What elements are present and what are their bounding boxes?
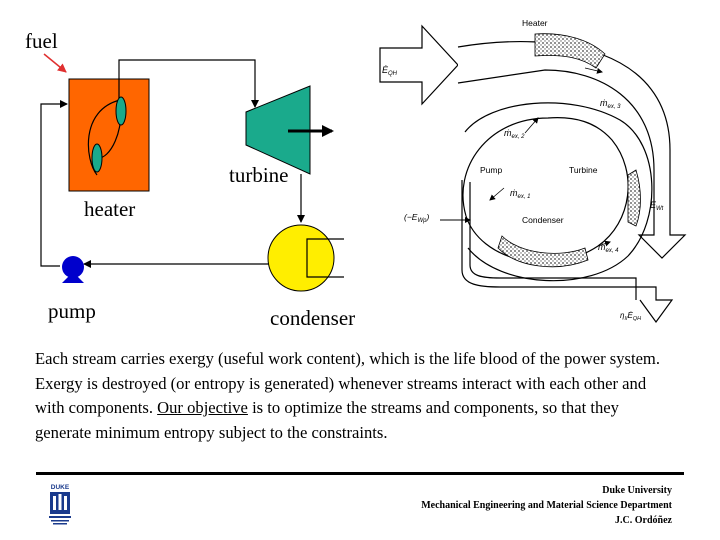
mex4-label: ṁex, 4 xyxy=(598,242,619,254)
condenser-text: Condenser xyxy=(522,215,564,225)
paragraph-part2: is to optimize the streams and component… xyxy=(35,398,619,442)
fuel-arrow xyxy=(43,53,67,73)
mex2-pointer xyxy=(524,117,539,134)
ewt-label: ĖWt xyxy=(650,200,664,212)
pump-body xyxy=(62,256,84,278)
mex3-pointer xyxy=(584,67,603,74)
footer-author: J.C. Ordóñez xyxy=(615,515,672,526)
heater-text: Heater xyxy=(522,18,548,28)
footer-department: Mechanical Engineering and Material Scie… xyxy=(421,500,672,511)
pump-label: pump xyxy=(48,299,96,323)
pump-base xyxy=(62,272,84,283)
ewp-label: (−EWp) xyxy=(404,212,429,224)
condenser-label: condenser xyxy=(270,306,356,330)
description-paragraph: Each stream carries exergy (useful work … xyxy=(35,347,675,445)
paragraph-part1: Each stream carries exergy (useful work … xyxy=(35,349,660,417)
outer-stream-band xyxy=(457,41,687,259)
inner-ring xyxy=(462,117,629,263)
mex3-label: ṁex, 3 xyxy=(600,98,621,110)
mex4-pointer xyxy=(597,240,611,247)
pump-text: Pump xyxy=(480,165,502,175)
mex2-label: ṁex, 2 xyxy=(504,128,525,140)
mex1-pointer xyxy=(489,187,505,201)
lower-stream-band xyxy=(461,180,674,324)
turbine-text: Turbine xyxy=(569,165,598,175)
turbine-label: turbine xyxy=(229,163,289,187)
condenser-coolant-loop xyxy=(306,238,344,278)
turbine-loss-region xyxy=(627,169,641,227)
heater-tube-node-top xyxy=(115,96,127,126)
power-cycle-schematic xyxy=(40,53,344,292)
line-pump-to-heater xyxy=(40,100,68,267)
svg-text:DUKE: DUKE xyxy=(51,484,70,491)
middle-ring xyxy=(464,102,653,282)
condenser-loss-region xyxy=(497,235,589,268)
heater-region xyxy=(534,33,606,69)
turbine xyxy=(245,85,311,175)
condenser xyxy=(267,224,335,292)
heater-box xyxy=(68,78,150,192)
e-qh-label: ĖQH xyxy=(382,65,398,77)
eta-label: ηIIĖQH xyxy=(620,311,641,322)
heat-input-arrow xyxy=(379,24,459,106)
footer-credits: Duke University Mechanical Engineering a… xyxy=(421,483,672,528)
lower-stream-inner xyxy=(469,182,637,300)
heater-tube-node-bottom xyxy=(91,143,103,173)
heater-label: heater xyxy=(84,197,136,221)
fuel-label: fuel xyxy=(25,29,58,53)
paragraph-objective: Our objective xyxy=(157,398,248,417)
footer-rule xyxy=(36,472,684,475)
line-heater-to-turbine xyxy=(118,59,259,108)
duke-logo: DUKE xyxy=(45,482,75,526)
footer-university: Duke University xyxy=(602,485,672,496)
mex1-label: ṁex, 1 xyxy=(510,188,531,200)
exergy-flow-diagram: Heater Pump Turbine Condenser ĖQH ṁex, 3… xyxy=(379,18,687,324)
